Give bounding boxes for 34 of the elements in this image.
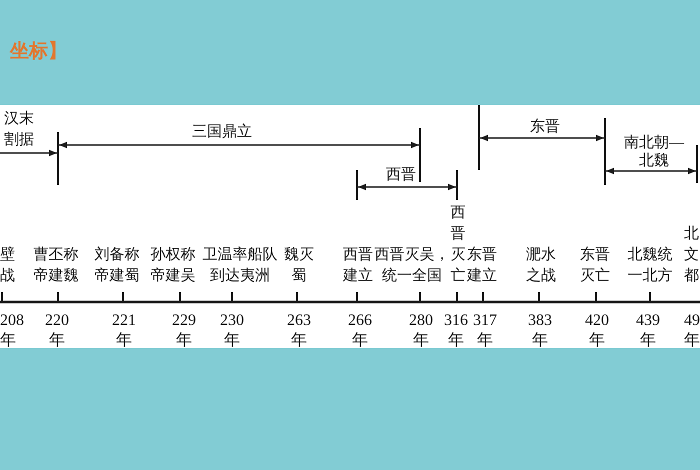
year-label: 383年: [528, 311, 552, 351]
year-label: 221年: [112, 311, 136, 351]
year-label: 49年: [684, 311, 700, 351]
period-label: 三国鼎立: [192, 123, 252, 141]
event-label: 西晋灭亡: [450, 204, 466, 286]
event-label: 淝水之战: [526, 246, 556, 286]
event-label: 东晋建立: [466, 246, 498, 286]
event-label: 东晋灭亡: [580, 246, 610, 286]
year-label: 263年: [287, 311, 311, 351]
event-label: 西晋灭吴，统一全国: [374, 246, 450, 286]
event-label: 壁战: [0, 245, 16, 286]
year-label: 266年: [348, 311, 372, 351]
period-label: 西晋: [386, 166, 416, 184]
event-label: 卫温率船队到达夷洲: [202, 245, 278, 286]
event-label: 北魏统一北方: [627, 246, 673, 286]
period-label: 东晋: [530, 118, 560, 136]
year-label: 229年: [172, 311, 196, 351]
event-label: 北文都: [684, 224, 700, 286]
event-label: 孙权称帝建吴: [150, 246, 196, 286]
section-heading: 坐标】: [10, 40, 67, 64]
year-label: 220年: [45, 311, 69, 351]
year-label: 420年: [585, 311, 609, 351]
year-label: 316年: [444, 311, 468, 351]
year-label: 317年: [473, 311, 497, 351]
period-label: 汉末割据: [3, 110, 34, 150]
year-label: 439年: [636, 311, 660, 351]
event-label: 西晋建立: [342, 246, 374, 286]
event-label: 刘备称帝建蜀: [94, 245, 140, 286]
year-label: 208年: [0, 311, 24, 351]
period-label: 南北朝—北魏: [624, 134, 684, 170]
event-label: 曹丕称帝建魏: [33, 246, 79, 286]
year-label: 280年: [409, 311, 433, 351]
event-label: 魏灭蜀: [284, 246, 314, 286]
year-label: 230年: [220, 311, 244, 351]
